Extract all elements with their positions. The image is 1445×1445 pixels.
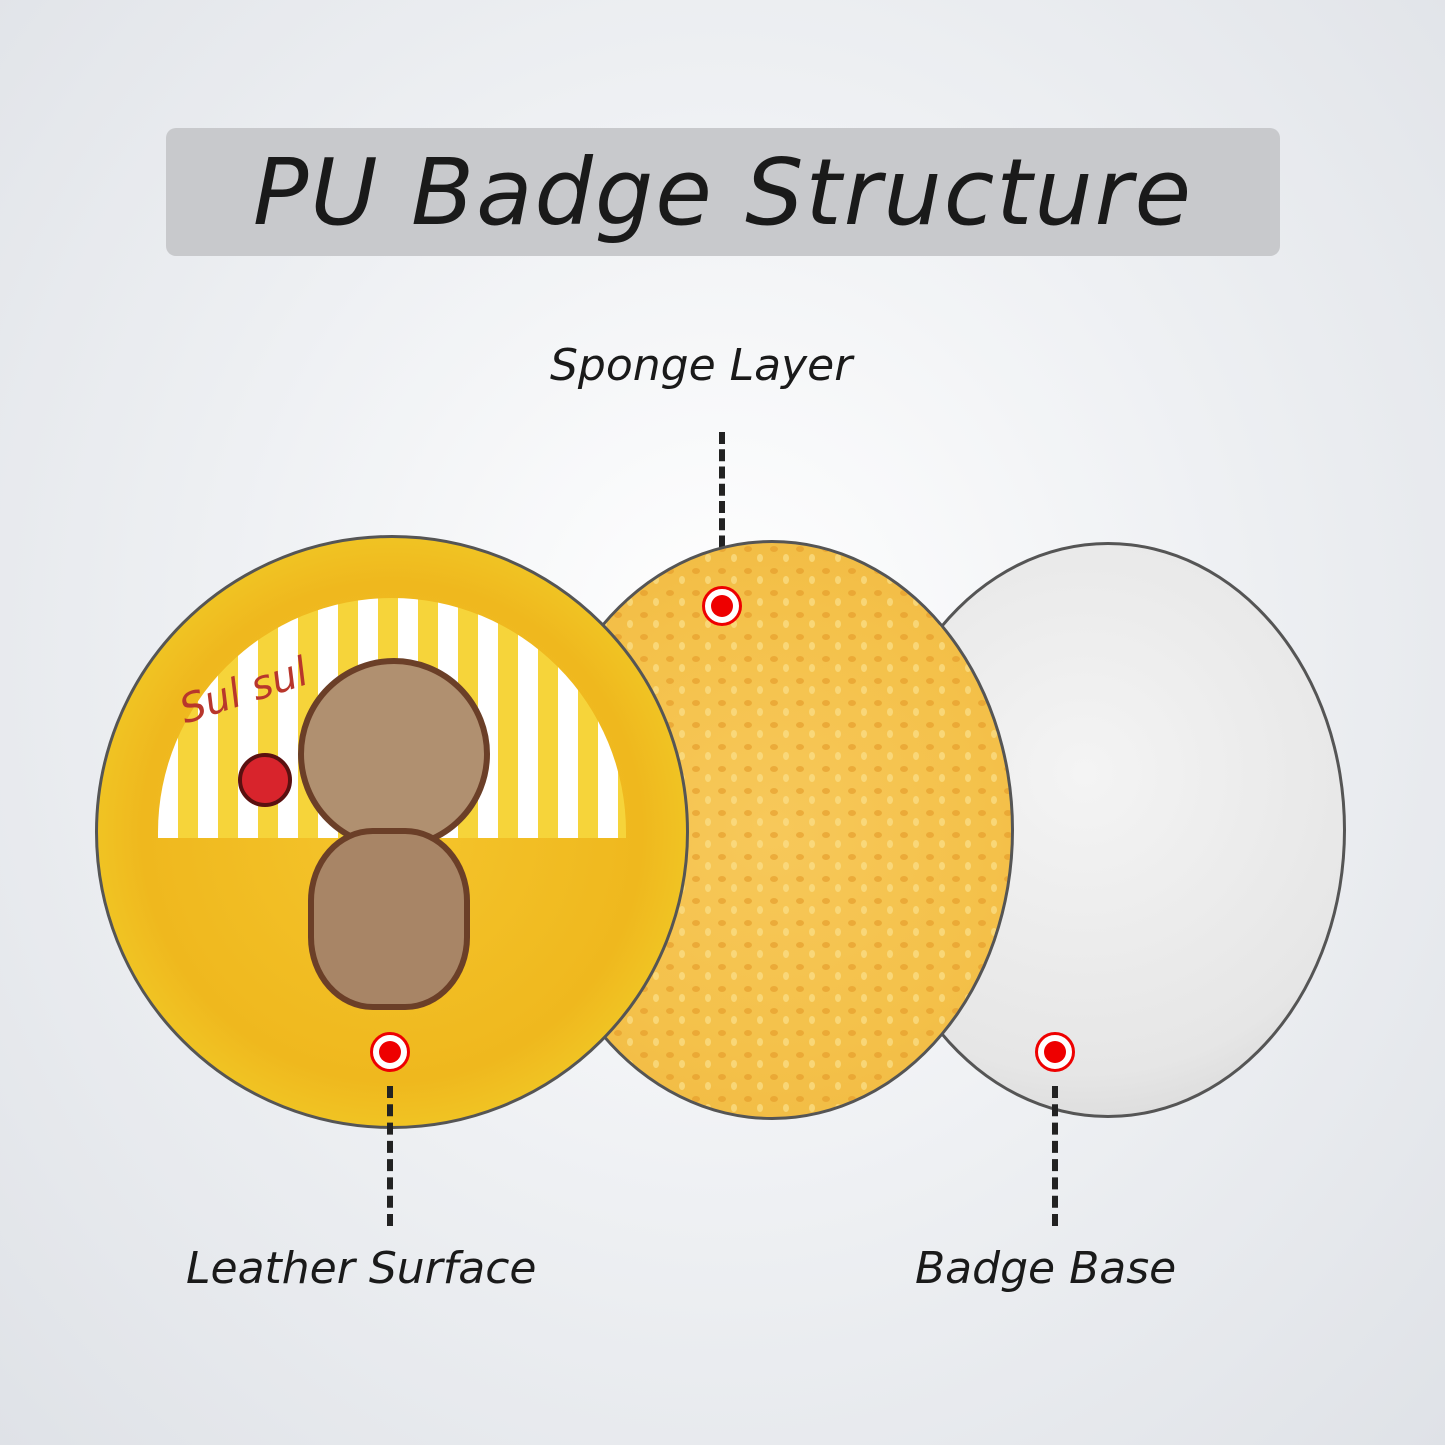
label-leather-surface: Leather Surface [186, 1243, 537, 1294]
title-banner: PU Badge Structure [166, 128, 1280, 256]
page-title: PU Badge Structure [252, 138, 1194, 246]
pin-icon [238, 753, 292, 807]
base-marker-dot [1035, 1032, 1075, 1072]
sponge-marker-dot [702, 586, 742, 626]
label-badge-base: Badge Base [915, 1243, 1177, 1294]
sponge-pointer-line [719, 432, 725, 582]
leather-marker-dot [370, 1032, 410, 1072]
leather-pointer-line [387, 1086, 393, 1226]
label-sponge-layer: Sponge Layer [550, 340, 853, 391]
base-pointer-line [1052, 1086, 1058, 1226]
voodoo-doll-head [298, 658, 490, 850]
leather-surface-disc: Sul sul [95, 535, 689, 1129]
voodoo-doll-body [308, 828, 470, 1010]
